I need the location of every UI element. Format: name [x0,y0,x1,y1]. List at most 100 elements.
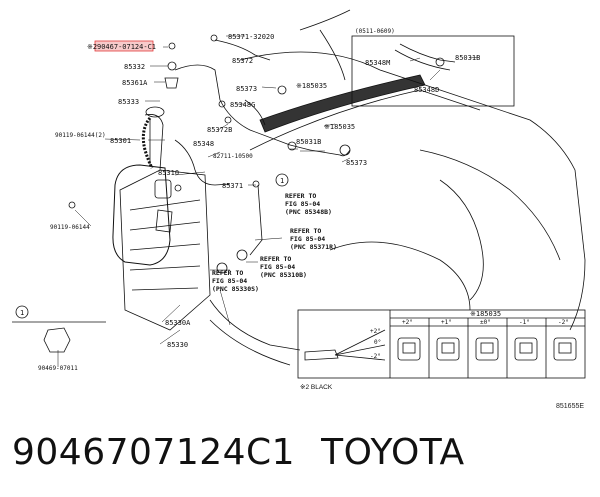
label-85348[interactable]: 85348 [193,140,214,148]
hose-right [309,149,351,157]
windshield-edge [299,9,351,81]
label-85361a[interactable]: 85361A [122,79,148,87]
caption-part-number: 9046707124C1 [12,432,296,473]
caption: 9046707124C1 TOYOTA [12,432,465,473]
grommet-85361a [164,77,179,89]
nozzle-angle-5: -2° [558,319,569,326]
ref2-line2[interactable]: FIG 85-04 [290,235,325,243]
ref-leaders [210,237,283,326]
nozzle-icons [397,337,577,361]
diagram-linework [12,9,586,379]
joint-85348g [218,100,226,108]
label-90469-07011[interactable]: 90469-07011 [38,365,78,372]
label-85348d[interactable]: 85348D [414,86,439,94]
label-85348m[interactable]: 85348M [365,59,390,67]
body-upper-line [419,149,561,261]
wiper-arm-strip [259,74,426,133]
label-90119-06144[interactable]: 90119-06144 [50,224,90,231]
callout-number-1: 1 [280,177,284,185]
fender-arch [329,241,471,311]
ref3-line3[interactable]: (PNC 85310B) [260,271,307,279]
label-82711-10500[interactable]: 82711-10500 [213,153,253,160]
grommet-85310 [174,184,182,192]
joint-185035 [277,85,287,95]
hose-85348 [244,99,266,126]
inset-box [351,35,515,107]
label-85373-b[interactable]: 85373 [346,159,367,167]
nozzle-85031b [287,141,297,151]
nozzle-angle-1: +2° [402,319,413,326]
label-185035-b[interactable]: ※185035 [324,123,355,131]
bolt-90467 [168,42,176,50]
label-85333[interactable]: 85333 [118,98,139,106]
ref1-line3[interactable]: (PNC 85348B) [285,208,332,216]
washer-tank [112,164,171,266]
label-85371-32020[interactable]: 85371-32020 [228,33,274,41]
label-90119-06144-2[interactable]: 90119-06144(2) [55,132,106,139]
note-mark: ※2 [87,43,97,51]
label-85371[interactable]: 85371 [222,182,243,190]
nozzle-angle-2: +1° [441,319,452,326]
highlight-box [94,40,154,52]
hood-inner-line [249,89,481,151]
hood-outline [239,51,586,331]
hose-lower [249,184,263,256]
nozzle-table-title: ※185035 [470,310,501,318]
callout-circle-1 [275,173,289,187]
ref1-line2[interactable]: FIG 85-04 [285,200,320,208]
hose-upper [174,64,311,151]
inset-date-range: (0511-0609) [355,28,395,35]
label-85330a[interactable]: 85330A [165,319,191,327]
ref4-line3[interactable]: (PNC 85330S) [212,285,259,293]
label-85372b[interactable]: 85372B [207,126,232,134]
highlight-part-label[interactable]: 90467-07124-C1 [97,43,156,51]
caption-brand: TOYOTA [321,432,465,473]
label-85301[interactable]: 85301 [110,137,131,145]
callout-circle-1b [15,305,29,319]
pump-lower [155,209,173,233]
label-85373-a[interactable]: 85373 [236,85,257,93]
clip-85371 [210,34,218,42]
bumper-line [209,299,301,351]
nozzle-85373 [339,144,351,156]
fan-mark-bottom: -2° [370,353,381,360]
fender-line [439,179,484,301]
label-85348g[interactable]: 85348G [230,101,255,109]
washer-inlet [145,106,165,118]
clip-85332 [167,61,177,71]
label-85031b-b[interactable]: 85031B [455,54,480,62]
nozzle-angle-3: ±0° [480,319,491,326]
grille-slats [129,199,201,291]
ref2-line3[interactable]: (PNC 85371R) [290,243,337,251]
ref3-line1[interactable]: REFER TO [260,255,291,263]
label-85330[interactable]: 85330 [167,341,188,349]
label-85372[interactable]: 85372 [232,57,253,65]
hose-main [174,139,231,186]
label-185035-a[interactable]: ※185035 [296,82,327,90]
nozzle-rear [236,249,248,261]
inset-nozzle [435,57,445,67]
fan-mark-mid: 0° [374,339,381,346]
washer-filler-hose [141,117,154,169]
bolt-90119 [68,201,76,209]
label-85310[interactable]: 85310 [158,169,179,177]
ref4-line2[interactable]: FIG 85-04 [212,277,247,285]
label-85031b-a[interactable]: 85031B [296,138,321,146]
washer-pump [154,179,172,199]
hose-85372 [214,39,271,61]
ref2-line1[interactable]: REFER TO [290,227,321,235]
nozzle-table-frame [297,309,586,379]
nozzle-body-side [304,349,339,361]
ref4-line1[interactable]: REFER TO [212,269,243,277]
bumper-lower [209,319,291,366]
callout-number-1b: 1 [20,309,24,317]
angle-fan [334,329,386,361]
ref1-line1[interactable]: REFER TO [285,192,316,200]
ref3-line2[interactable]: FIG 85-04 [260,263,295,271]
joint-85371 [252,180,260,188]
label-85332[interactable]: 85332 [124,63,145,71]
fan-mark-top: +2° [370,328,381,335]
clip-90469 [43,327,71,353]
leader-lines [57,35,479,367]
